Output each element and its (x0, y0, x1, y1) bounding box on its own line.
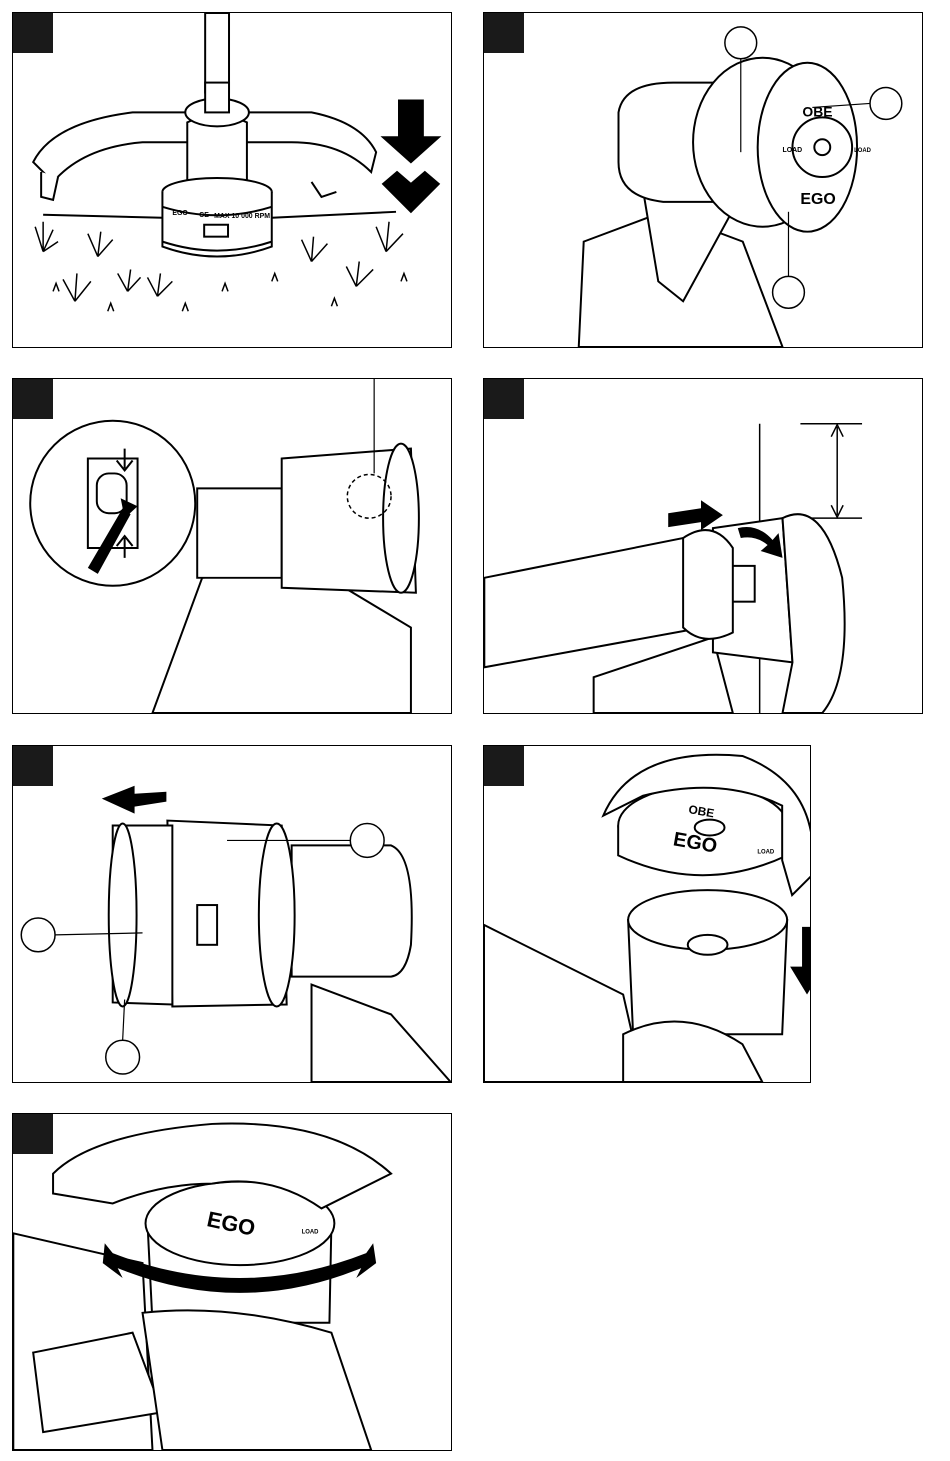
magnifier-inset (30, 421, 195, 586)
figure-3-panel (12, 378, 452, 714)
cap-rpm-text: MAX 10 000 RPM (214, 213, 270, 220)
push-down-arrow (790, 927, 810, 995)
pull-left-arrow (102, 786, 167, 814)
callout-circle-top (725, 27, 757, 59)
figure-7-panel: EGO LOAD (12, 1113, 452, 1451)
cap-top-text: OBE (802, 103, 832, 119)
callout-circle-bottom (106, 1040, 140, 1074)
head-components-callouts-illustration (13, 746, 451, 1082)
callout-circle-bottom (773, 276, 805, 308)
pull-left-arrow (668, 500, 723, 530)
figure-5-panel (12, 745, 452, 1083)
callout-circle-right (350, 824, 384, 858)
cap-twist-lock-illustration: EGO LOAD (13, 1114, 451, 1450)
figure-1-panel: EGO CE MAX 10 000 RPM (12, 12, 452, 348)
load-text: LOAD (757, 849, 775, 855)
callout-circle-right (870, 88, 902, 120)
figure-6-panel: EGO OBE LOAD (483, 745, 811, 1083)
figure-4-panel (483, 378, 923, 714)
load-text: LOAD (783, 147, 803, 154)
cap-removal-hands-illustration (484, 379, 922, 713)
figure-2-panel: OBE EGO LOAD LOAD (483, 12, 923, 348)
callout-circle-left (21, 918, 55, 952)
cap-code-text: CE (199, 212, 209, 219)
eyelet-alignment-illustration (13, 379, 451, 713)
trimmer-head-on-grass-illustration: EGO CE MAX 10 000 RPM (13, 13, 451, 347)
load-small-text: LOAD (854, 148, 872, 154)
spool-cap-callouts-illustration: OBE EGO LOAD LOAD (484, 13, 922, 347)
ego-logo-text: EGO (800, 191, 835, 208)
cap-reinstall-illustration: EGO OBE LOAD (484, 746, 810, 1082)
load-text: LOAD (302, 1229, 320, 1235)
cap-brand-text: EGO (172, 210, 188, 217)
